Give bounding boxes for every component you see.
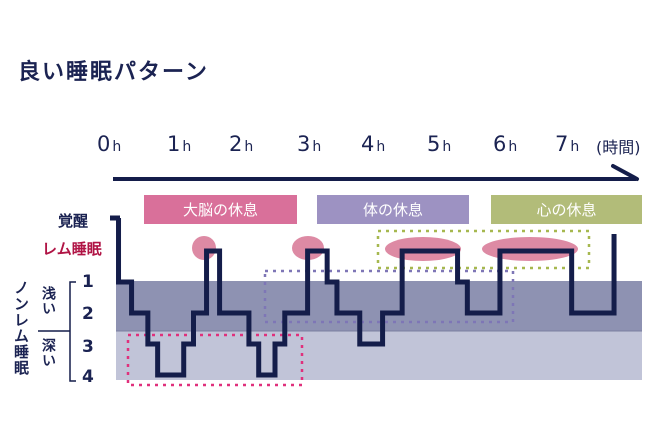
time-tick-number: 0 xyxy=(97,132,111,156)
time-tick-unit: h xyxy=(112,139,122,155)
time-tick-unit: h xyxy=(442,139,452,155)
rem-marker xyxy=(192,236,216,260)
phase-label-body-rest: 体の休息 xyxy=(317,195,469,224)
time-tick-number: 3 xyxy=(297,132,311,156)
wake-label: 覚醒 xyxy=(58,212,89,230)
time-tick-number: 1 xyxy=(167,132,181,156)
phase-label-text: 心の休息 xyxy=(536,201,597,219)
time-tick-unit: h xyxy=(182,139,192,155)
time-tick-unit: h xyxy=(244,139,254,155)
phase-label-brain-rest: 大脳の休息 xyxy=(144,195,297,224)
time-tick-unit: h xyxy=(376,139,386,155)
phase-label-text: 体の休息 xyxy=(362,201,423,219)
time-tick-number: 7 xyxy=(555,132,569,156)
time-tick-number: 5 xyxy=(427,132,441,156)
phase-label-mind-rest: 心の休息 xyxy=(491,195,642,224)
rem-marker xyxy=(292,236,324,260)
body-rest-region xyxy=(263,269,515,324)
rem-label: レム睡眠 xyxy=(42,240,102,258)
nonrem-label: ノンレム睡眠 xyxy=(12,280,30,376)
stage-bracket xyxy=(69,281,76,382)
deep-sleep-band xyxy=(116,331,642,380)
time-tick-number: 2 xyxy=(229,132,243,156)
hypnogram-line xyxy=(110,215,617,378)
light-label: 浅い xyxy=(40,286,56,316)
time-tick-unit: h xyxy=(570,139,580,155)
time-tick-unit: h xyxy=(312,139,322,155)
time-tick-number: 4 xyxy=(361,132,375,156)
stage-number-4: 4 xyxy=(82,367,94,387)
time-tick-unit: h xyxy=(508,139,518,155)
phase-label-text: 大脳の休息 xyxy=(182,201,258,219)
stage-number-3: 3 xyxy=(82,337,94,357)
time-unit-label: (時間) xyxy=(596,138,641,157)
stage-number-1: 1 xyxy=(82,272,94,292)
stage-number-2: 2 xyxy=(82,304,94,324)
deep-label: 深い xyxy=(40,338,56,368)
time-tick-number: 6 xyxy=(493,132,507,156)
time-axis-arrowhead xyxy=(611,164,639,181)
mind-rest-region xyxy=(376,229,591,270)
page-title: 良い睡眠パターン xyxy=(18,60,209,85)
